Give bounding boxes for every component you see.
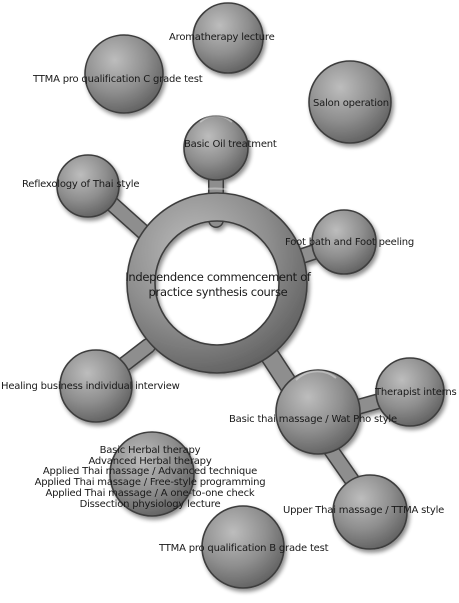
label-therapist: Therapist interns	[375, 387, 457, 398]
hub-label-line2: practice synthesis course	[148, 285, 288, 299]
bubble-foot-bath	[311, 209, 377, 275]
label-basic-thai: Basic thai massage / Wat Pho style	[229, 414, 397, 425]
course-list-item: Applied Thai massage / Advanced techniqu…	[42, 466, 258, 478]
hub-label-line1: Independence commencement of	[125, 270, 311, 284]
course-list-item: Basic Herbal therapy	[99, 445, 201, 456]
bubble-upper-thai	[332, 474, 408, 550]
bubble-salon	[308, 60, 392, 144]
bubble-basic-oil	[183, 115, 249, 181]
bubble-ttma-b	[201, 505, 285, 589]
label-ttma-c: TTMA pro qualification C grade test	[33, 74, 203, 85]
label-healing: Healing business individual interview	[1, 381, 180, 392]
bubble-aromatherapy	[192, 2, 264, 74]
bubble-course-list	[109, 431, 195, 517]
course-list: Basic Herbal therapy Advanced Herbal the…	[20, 445, 280, 510]
hub-label: Independence commencement of practice sy…	[107, 270, 329, 300]
course-list-item: Advanced Herbal therapy	[88, 455, 212, 467]
bubble-basic-thai	[275, 369, 361, 455]
label-basic-oil: Basic Oil treatment	[184, 139, 277, 150]
course-list-item: Dissection physiology lecture	[79, 498, 221, 510]
course-list-item: Applied Thai massage / Free-style progra…	[34, 477, 266, 489]
label-upper-thai: Upper Thai massage / TTMA style	[283, 505, 445, 516]
bubble-healing	[59, 349, 133, 423]
label-foot-bath: Foot bath and Foot peeling	[285, 237, 415, 248]
bubble-therapist	[375, 357, 445, 427]
bubble-ttma-c	[84, 34, 164, 114]
label-reflexology: Reflexology of Thai style	[22, 179, 140, 190]
label-aromatherapy: Aromatherapy lecture	[169, 32, 275, 43]
label-salon: Salon operation	[313, 98, 389, 109]
label-ttma-b: TTMA pro qualification B grade test	[159, 543, 329, 554]
bubble-reflexology	[56, 154, 120, 218]
hub-ring	[126, 192, 308, 374]
course-list-item: Applied Thai massage / A one-to-one chec…	[45, 487, 255, 499]
